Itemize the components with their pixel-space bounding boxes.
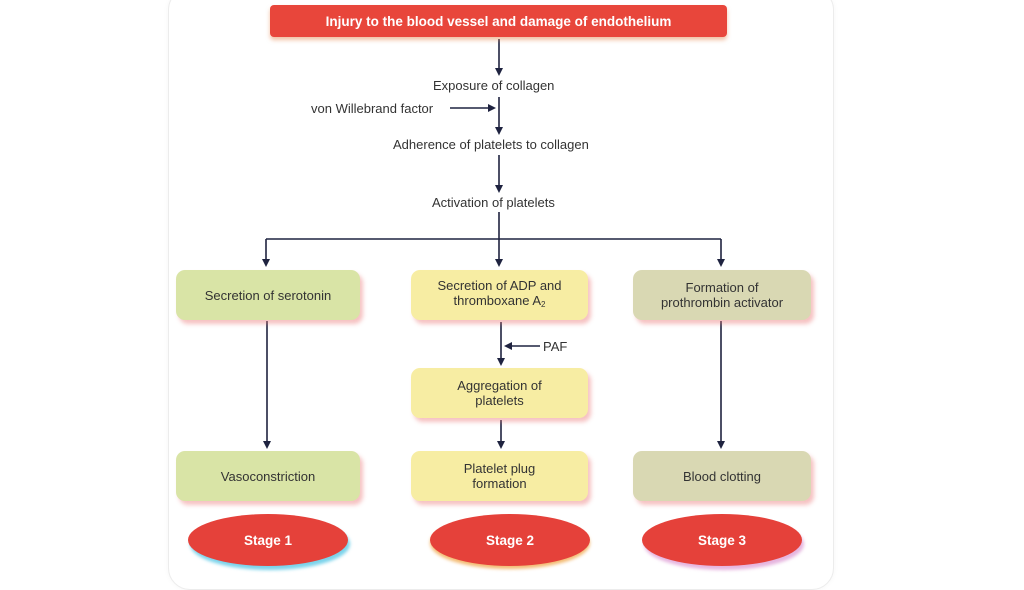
title-injury-box: Injury to the blood vessel and damage of… [270, 5, 727, 37]
label-paf: PAF [543, 339, 568, 354]
box-vasoconstriction-text: Vasoconstriction [220, 468, 316, 484]
box-aggregation-line2: platelets [475, 393, 524, 408]
box-prothrombin: Formation of prothrombin activator [633, 270, 811, 320]
stage-2-badge: Stage 2 [430, 514, 590, 566]
box-prothrombin-line1: Formation of [685, 280, 759, 295]
box-plug-line1: Platelet plug [463, 461, 536, 476]
box-adp-line2: thromboxane A [453, 293, 541, 308]
connector-arrows [262, 39, 725, 449]
step-exposure: Exposure of collagen [433, 78, 555, 93]
box-plug-line2: formation [472, 476, 527, 491]
step-activation: Activation of platelets [432, 195, 555, 210]
box-prothrombin-line2: prothrombin activator [660, 295, 784, 310]
box-platelet-plug: Platelet plug formation [411, 451, 588, 501]
stage-1-text: Stage 1 [243, 532, 293, 548]
subscript-2: 2 [541, 300, 546, 309]
box-serotonin: Secretion of serotonin [176, 270, 360, 320]
box-vasoconstriction: Vasoconstriction [176, 451, 360, 501]
title-injury-text: Injury to the blood vessel and damage of… [325, 13, 672, 29]
stage-3-text: Stage 3 [697, 532, 747, 548]
step-vwf: von Willebrand factor [311, 101, 434, 116]
box-adp-thromboxane: Secretion of ADP and thromboxane A2 [411, 270, 588, 320]
stage-1-badge: Stage 1 [188, 514, 348, 566]
box-aggregation: Aggregation of platelets [411, 368, 588, 418]
box-adp-line1: Secretion of ADP and [437, 278, 562, 293]
box-clotting-text: Blood clotting [682, 468, 762, 484]
stage-3-badge: Stage 3 [642, 514, 802, 566]
box-serotonin-text: Secretion of serotonin [204, 287, 332, 303]
box-aggregation-line1: Aggregation of [457, 378, 542, 393]
box-blood-clotting: Blood clotting [633, 451, 811, 501]
step-adherence: Adherence of platelets to collagen [393, 137, 589, 152]
stage-2-text: Stage 2 [485, 532, 535, 548]
